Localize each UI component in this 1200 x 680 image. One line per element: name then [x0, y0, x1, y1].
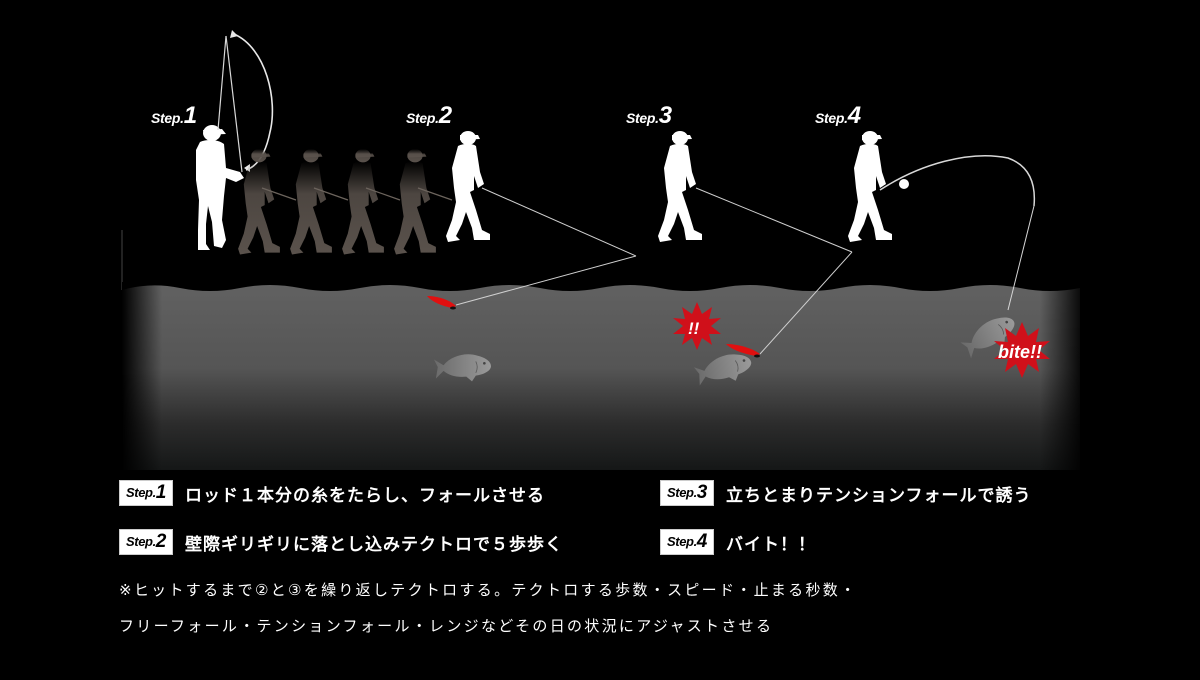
- legend-text: ロッド１本分の糸をたらし、フォールさせる: [184, 485, 545, 506]
- step-label-2: Step.2: [406, 102, 452, 130]
- water: [122, 282, 1085, 470]
- note-line-2: フリーフォール・テンションフォール・レンジなどその日の状況にアジャストさせる: [119, 617, 774, 635]
- badge-prefix: Step.: [126, 534, 156, 549]
- angler-step-3: [658, 131, 702, 242]
- shadow-rods: [261, 187, 453, 201]
- step-label-prefix: Step.: [151, 110, 184, 126]
- badge-prefix: Step.: [667, 485, 697, 500]
- walking-motion-shadows: [238, 149, 436, 255]
- line-step-2: [455, 187, 637, 306]
- step-label-number: 3: [658, 102, 672, 129]
- rod-step-4: [879, 155, 1036, 311]
- legend-text: バイト！！: [725, 534, 816, 555]
- legend-step-2: Step.2 壁際ギリギリに落とし込みテクトロで５歩歩く: [119, 529, 563, 555]
- angler-step-2: [446, 131, 490, 242]
- fishing-diagram: !! bite!! Step.1 Step.2 Step.3 Step.4: [121, 30, 1085, 470]
- lure-step-3: [726, 344, 760, 358]
- badge-number: 1: [155, 482, 167, 503]
- step-label-4: Step.4: [815, 102, 861, 130]
- badge-number: 2: [155, 531, 167, 552]
- bite-burst: [994, 322, 1050, 378]
- legend-text: 壁際ギリギリに落とし込みテクトロで５歩歩く: [184, 534, 563, 555]
- step-label-prefix: Step.: [626, 110, 659, 126]
- lure-step-2: [427, 296, 456, 310]
- angler-step-1: [196, 125, 244, 250]
- badge-number: 4: [696, 531, 708, 552]
- badge-number: 3: [696, 482, 708, 503]
- walkway: [121, 229, 1080, 290]
- badge-prefix: Step.: [667, 534, 697, 549]
- step-badge: Step.2: [119, 529, 173, 555]
- step-badge: Step.1: [119, 480, 173, 506]
- step-label-number: 1: [183, 102, 197, 129]
- legend-step-1: Step.1 ロッド１本分の糸をたらし、フォールさせる: [119, 480, 545, 506]
- note-line-1: ※ヒットするまで②と③を繰り返しテクトロする。テクトロする歩数・スピード・止まる…: [119, 581, 858, 599]
- step-label-1: Step.1: [151, 102, 197, 130]
- legend-text: 立ちとまりテンションフォールで誘う: [725, 485, 1032, 506]
- step-label-number: 2: [438, 102, 452, 129]
- alert-burst: [673, 302, 721, 350]
- bite-burst-text: bite!!: [998, 342, 1042, 362]
- step-label-3: Step.3: [626, 102, 672, 130]
- rod-step-1: [217, 30, 274, 173]
- legend-step-3: Step.3 立ちとまりテンションフォールで誘う: [660, 480, 1031, 506]
- step-label-prefix: Step.: [406, 110, 439, 126]
- badge-prefix: Step.: [126, 485, 156, 500]
- step-label-prefix: Step.: [815, 110, 848, 126]
- step-badge: Step.4: [660, 529, 714, 555]
- legend-step-4: Step.4 バイト！！: [660, 529, 816, 555]
- alert-burst-text: !!: [688, 319, 700, 338]
- line-step-3: [695, 187, 853, 355]
- diagram-canvas: !! bite!!: [121, 30, 1085, 470]
- step-label-number: 4: [847, 102, 861, 129]
- angler-step-4: [848, 131, 909, 242]
- step-badge: Step.3: [660, 480, 714, 506]
